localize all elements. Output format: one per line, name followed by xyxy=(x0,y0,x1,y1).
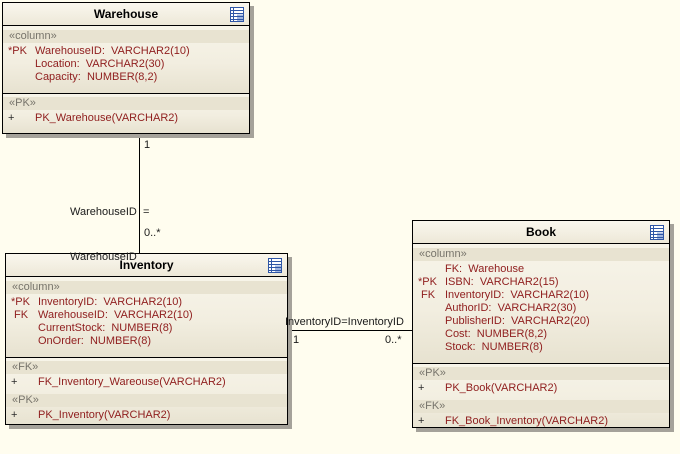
inventory-operations-compartment: «FK» + FK_Inventory_Wareouse(VARCHAR2) «… xyxy=(6,357,287,424)
operation-visibility: + xyxy=(11,409,18,421)
connector-name-warehouse-inventory: WarehouseID = WarehouseID xyxy=(70,175,149,295)
operation-visibility: + xyxy=(418,415,425,427)
attribute-prefix xyxy=(413,263,445,276)
connector-warehouse-inventory[interactable] xyxy=(139,133,140,253)
attribute-row[interactable]: FK: Warehouse xyxy=(413,263,669,276)
operation-row[interactable]: + FK_Inventory_Wareouse(VARCHAR2) xyxy=(6,376,287,389)
attribute-text: InventoryID: VARCHAR2(10) xyxy=(445,289,590,301)
inventory-columns-compartment: «column» *PK InventoryID: VARCHAR2(10) F… xyxy=(6,277,287,357)
operation-row[interactable]: + PK_Warehouse(VARCHAR2) xyxy=(3,112,249,125)
attribute-row[interactable]: FK WarehouseID: VARCHAR2(10) xyxy=(6,309,287,322)
attribute-prefix xyxy=(413,302,445,315)
operation-text: FK_Book_Inventory(VARCHAR2) xyxy=(445,415,609,427)
attribute-text: ISBN: VARCHAR2(15) xyxy=(445,276,559,288)
operation-text: FK_Inventory_Wareouse(VARCHAR2) xyxy=(38,376,226,388)
attribute-text: FK: Warehouse xyxy=(445,263,525,275)
attribute-prefix xyxy=(6,322,38,335)
attribute-row[interactable]: *PK WarehouseID: VARCHAR2(10) xyxy=(3,45,249,58)
book-columns-compartment: «column» FK: Warehouse *PK ISBN: VARCHAR… xyxy=(413,244,669,363)
stereotype-label: «column» xyxy=(413,248,669,261)
attribute-row[interactable]: AuthorID: VARCHAR2(30) xyxy=(413,302,669,315)
attribute-prefix: FK xyxy=(11,309,29,321)
operation-visibility: + xyxy=(11,376,18,388)
attribute-prefix xyxy=(3,58,35,71)
operation-visibility: + xyxy=(8,112,15,124)
entity-warehouse-title-label: Warehouse xyxy=(93,7,159,21)
warehouse-columns-compartment: «column» *PK WarehouseID: VARCHAR2(10) L… xyxy=(3,26,249,93)
book-operations-compartment: «PK» + PK_Book(VARCHAR2) «FK» + FK_Book_… xyxy=(413,363,669,427)
attribute-row[interactable]: Cost: NUMBER(8,2) xyxy=(413,328,669,341)
stereotype-label: «PK» xyxy=(413,367,669,380)
attribute-text: WarehouseID: VARCHAR2(10) xyxy=(38,309,193,321)
multiplicity-source-warehouse: 1 xyxy=(144,139,151,151)
table-icon xyxy=(650,225,664,240)
warehouse-operations-compartment: «PK» + PK_Warehouse(VARCHAR2) xyxy=(3,93,249,133)
attribute-row[interactable]: FK InventoryID: VARCHAR2(10) xyxy=(413,289,669,302)
attribute-prefix xyxy=(3,71,35,84)
table-icon xyxy=(230,7,244,22)
attribute-row[interactable]: PublisherID: VARCHAR2(20) xyxy=(413,315,669,328)
entity-book-title[interactable]: Book xyxy=(413,221,669,244)
attribute-text: Stock: NUMBER(8) xyxy=(445,341,543,353)
operation-row[interactable]: + PK_Book(VARCHAR2) xyxy=(413,382,669,395)
multiplicity-target-inventory: 0..* xyxy=(144,227,161,239)
stereotype-label: «PK» xyxy=(3,97,249,110)
connector-inventory-book[interactable] xyxy=(288,330,412,331)
attribute-row[interactable]: *PK InventoryID: VARCHAR2(10) xyxy=(6,296,287,309)
entity-warehouse-title[interactable]: Warehouse xyxy=(3,3,249,26)
attribute-row[interactable]: CurrentStock: NUMBER(8) xyxy=(6,322,287,335)
operation-visibility: + xyxy=(418,382,425,394)
operation-row[interactable]: + FK_Book_Inventory(VARCHAR2) xyxy=(413,415,669,427)
operation-text: PK_Inventory(VARCHAR2) xyxy=(38,409,171,421)
entity-inventory-title-label: Inventory xyxy=(119,258,174,272)
attribute-prefix: *PK xyxy=(418,276,437,288)
attribute-text: AuthorID: VARCHAR2(30) xyxy=(445,302,577,314)
attribute-text: PublisherID: VARCHAR2(20) xyxy=(445,315,590,327)
stereotype-label: «FK» xyxy=(6,361,287,374)
operation-text: PK_Book(VARCHAR2) xyxy=(445,382,558,394)
connector-name-line2: WarehouseID xyxy=(70,251,137,263)
stereotype-label: «column» xyxy=(3,30,249,43)
attribute-text: Cost: NUMBER(8,2) xyxy=(445,328,548,340)
attribute-prefix xyxy=(413,315,445,328)
attribute-text: Capacity: NUMBER(8,2) xyxy=(35,71,158,83)
attribute-row[interactable]: Stock: NUMBER(8) xyxy=(413,341,669,354)
attribute-prefix xyxy=(413,341,445,354)
connector-name-line1: WarehouseID = xyxy=(70,206,150,218)
attribute-text: WarehouseID: VARCHAR2(10) xyxy=(35,45,190,57)
attribute-row[interactable]: OnOrder: NUMBER(8) xyxy=(6,335,287,348)
entity-inventory-title[interactable]: Inventory xyxy=(6,254,287,277)
attribute-prefix: *PK xyxy=(8,45,27,57)
table-icon xyxy=(268,258,282,273)
entity-inventory[interactable]: Inventory «column» *PK InventoryID: xyxy=(5,253,288,425)
attribute-row[interactable]: *PK ISBN: VARCHAR2(15) xyxy=(413,276,669,289)
attribute-text: Location: VARCHAR2(30) xyxy=(35,58,165,70)
stereotype-label: «column» xyxy=(6,281,287,294)
attribute-prefix xyxy=(413,328,445,341)
attribute-text: CurrentStock: NUMBER(8) xyxy=(38,322,173,334)
attribute-row[interactable]: Location: VARCHAR2(30) xyxy=(3,58,249,71)
attribute-prefix: FK xyxy=(418,289,436,301)
entity-book-title-label: Book xyxy=(526,225,556,239)
attribute-text: OnOrder: NUMBER(8) xyxy=(38,335,152,347)
stereotype-label: «FK» xyxy=(413,400,669,413)
attribute-prefix: *PK xyxy=(11,296,30,308)
entity-book[interactable]: Book «column» FK: Warehouse xyxy=(412,220,670,428)
operation-text: PK_Warehouse(VARCHAR2) xyxy=(35,112,179,124)
operation-row[interactable]: + PK_Inventory(VARCHAR2) xyxy=(6,409,287,422)
multiplicity-source-inventory: 1 xyxy=(293,334,300,346)
attribute-text: InventoryID: VARCHAR2(10) xyxy=(38,296,183,308)
multiplicity-target-book: 0..* xyxy=(385,334,402,346)
entity-warehouse[interactable]: Warehouse «column» *PK WarehouseID: xyxy=(2,2,250,134)
attribute-prefix xyxy=(6,335,38,348)
attribute-row[interactable]: Capacity: NUMBER(8,2) xyxy=(3,71,249,84)
connector-name-inventory-book: InventoryID=InventoryID xyxy=(285,316,404,328)
stereotype-label: «PK» xyxy=(6,394,287,407)
